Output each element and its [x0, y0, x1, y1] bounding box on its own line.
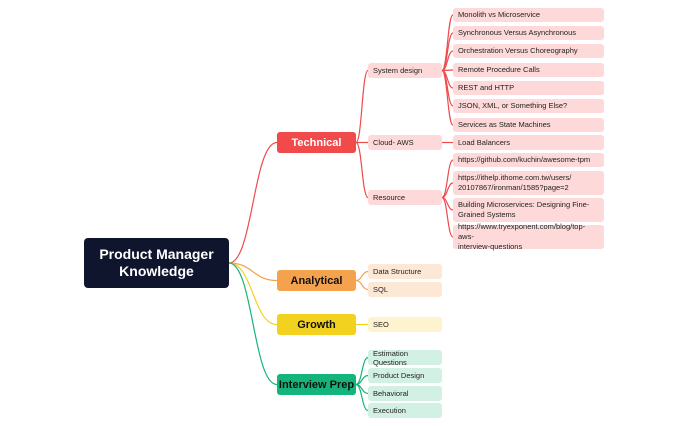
- analytical-label: Analytical: [290, 274, 343, 287]
- analytical-leaf-link: [355, 270, 369, 282]
- leaf-line2: 20107867/ironman/1585?page=2: [458, 183, 569, 192]
- leaf-label: Product Design: [373, 371, 425, 380]
- load-balancers-leaf[interactable]: Load Balancers: [453, 135, 604, 150]
- resource-leaf-link: [441, 182, 454, 199]
- resource-leaf[interactable]: https://github.com/kuchin/awesome-tpm: [453, 153, 604, 167]
- analytical-leaf[interactable]: SQL: [368, 282, 442, 297]
- leaf-label: Monolith vs Microservice: [458, 10, 541, 19]
- leaf-line1: https://www.tryexponent.com/blog/top-aws…: [458, 222, 586, 241]
- resource-label: Resource: [373, 193, 406, 202]
- interview-leaf[interactable]: Behavioral: [368, 386, 442, 401]
- system-design-leaf[interactable]: REST and HTTP: [453, 81, 604, 95]
- system-design-leaf[interactable]: Monolith vs Microservice: [453, 8, 604, 22]
- growth-label: Growth: [297, 318, 336, 331]
- interview-leaf[interactable]: Estimation Questions: [368, 348, 442, 367]
- root-to-technical-link: [228, 141, 278, 264]
- leaf-line2: interview-questions: [458, 242, 523, 251]
- system-design-leaf[interactable]: Services as State Machines: [453, 118, 604, 132]
- leaf-label: REST and HTTP: [458, 83, 515, 92]
- analytical-leaf[interactable]: Data Structure: [368, 264, 442, 279]
- cloud-aws-node[interactable]: Cloud- AWS: [368, 135, 442, 150]
- leaf-label: JSON, XML, or Something Else?: [458, 101, 568, 110]
- leaf-label: Data Structure: [373, 267, 422, 276]
- cloud-aws-label: Cloud- AWS: [373, 138, 414, 147]
- leaf-line1: https://github.com/kuchin/awesome-tpm: [458, 155, 591, 164]
- leaf-label: SQL: [373, 285, 389, 294]
- leaf-line2: Grained Systems: [458, 210, 516, 219]
- technical-sub-link: [355, 141, 369, 199]
- technical-node[interactable]: Technical: [277, 132, 356, 153]
- system-design-leaf[interactable]: Synchronous Versus Asynchronous: [453, 26, 604, 40]
- interview-leaf[interactable]: Execution: [368, 403, 442, 418]
- leaf-label: Load Balancers: [458, 137, 511, 147]
- system-design-leaf[interactable]: Remote Procedure Calls: [453, 63, 604, 77]
- system-design-node[interactable]: System design: [368, 63, 442, 78]
- interview-prep-node[interactable]: Interview Prep: [277, 374, 356, 395]
- leaf-label: SEO: [373, 320, 389, 329]
- leaf-line1: https://ithelp.ithome.com.tw/users/: [458, 173, 572, 182]
- resource-node[interactable]: Resource: [368, 190, 442, 205]
- root-to-interview-link: [228, 262, 278, 386]
- technical-label: Technical: [291, 136, 342, 149]
- resource-leaf[interactable]: https://www.tryexponent.com/blog/top-aws…: [453, 222, 604, 251]
- root-node[interactable]: Product Manager Knowledge: [84, 238, 229, 288]
- resource-leaf-link: [441, 159, 454, 199]
- root-to-analytical-link: [228, 262, 278, 282]
- interview-leaf-link: [355, 383, 369, 412]
- growth-leaf[interactable]: SEO: [368, 317, 442, 332]
- analytical-leaf-link: [355, 279, 369, 291]
- system-design-leaf-link: [441, 69, 454, 126]
- analytical-node[interactable]: Analytical: [277, 270, 356, 291]
- leaf-label: Execution: [373, 406, 406, 415]
- growth-node[interactable]: Growth: [277, 314, 356, 335]
- leaf-line1: Building Microservices: Designing Fine-: [458, 200, 590, 209]
- system-design-leaf[interactable]: Orchestration Versus Choreography: [453, 44, 604, 58]
- system-design-leaf-link: [441, 69, 454, 72]
- system-design-label: System design: [373, 66, 423, 75]
- system-design-leaf[interactable]: JSON, XML, or Something Else?: [453, 99, 604, 113]
- leaf-label: Remote Procedure Calls: [458, 65, 540, 74]
- interview-leaf[interactable]: Product Design: [368, 368, 442, 383]
- root-title-line2: Knowledge: [119, 263, 194, 279]
- interview-prep-label: Interview Prep: [278, 378, 355, 391]
- leaf-label: Estimation Questions: [373, 348, 409, 367]
- root-to-growth-link: [228, 262, 278, 326]
- resource-leaf-link: [441, 196, 454, 238]
- leaf-label: Synchronous Versus Asynchronous: [458, 28, 576, 37]
- technical-sub-link: [355, 69, 369, 144]
- leaf-label: Behavioral: [373, 389, 409, 398]
- resource-leaf[interactable]: https://ithelp.ithome.com.tw/users/20107…: [453, 171, 604, 195]
- leaf-label: Services as State Machines: [458, 120, 551, 129]
- leaf-label: Orchestration Versus Choreography: [458, 46, 578, 55]
- resource-leaf[interactable]: Building Microservices: Designing Fine-G…: [453, 198, 604, 222]
- root-title-line1: Product Manager: [99, 246, 214, 262]
